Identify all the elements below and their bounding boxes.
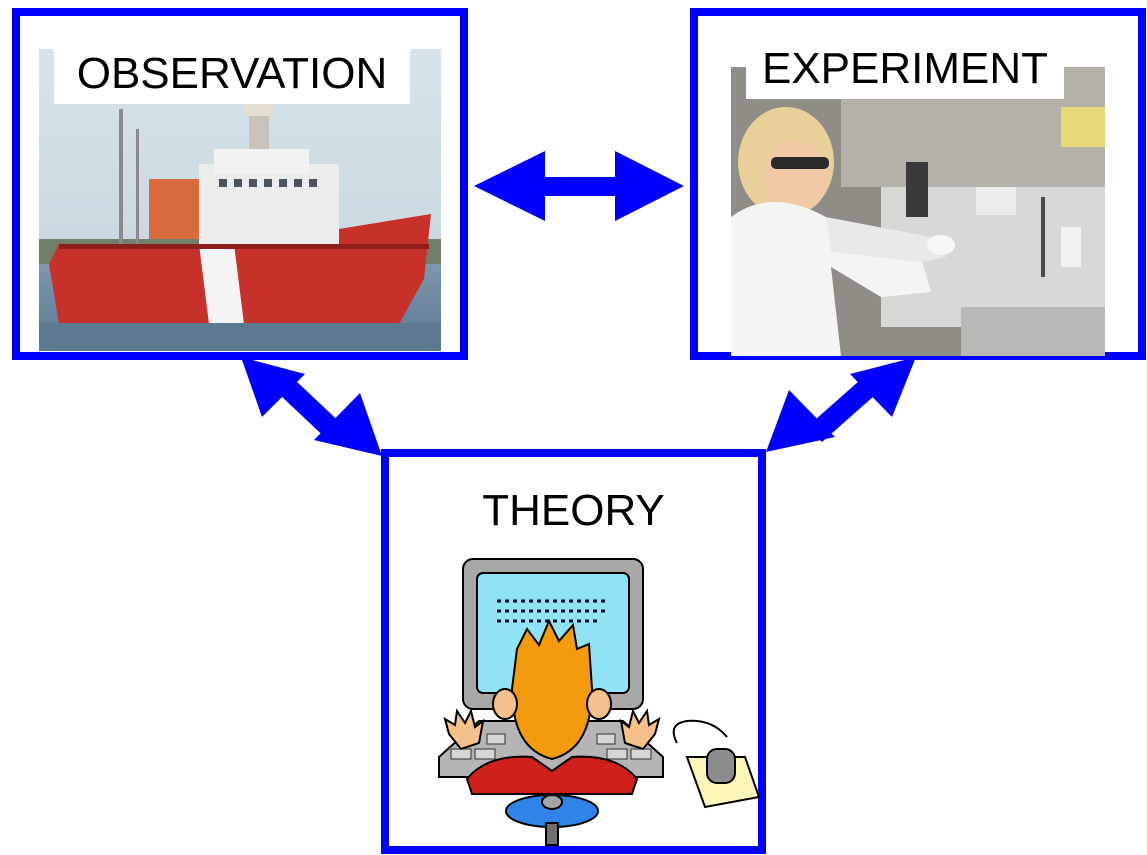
arrow-observation-theory	[241, 357, 382, 456]
person-at-computer-clipart	[427, 549, 767, 849]
theory-node: THEORY	[381, 449, 766, 854]
experiment-label: EXPERIMENT	[746, 41, 1064, 99]
experiment-node: EXPERIMENT	[690, 8, 1146, 360]
arrow-observation-experiment	[474, 151, 684, 221]
lab-scientist-photo	[731, 67, 1105, 356]
observation-node: OBSERVATION	[12, 8, 468, 360]
observation-label: OBSERVATION	[54, 45, 410, 104]
arrow-experiment-theory	[766, 357, 916, 452]
theory-label: THEORY	[482, 486, 665, 535]
